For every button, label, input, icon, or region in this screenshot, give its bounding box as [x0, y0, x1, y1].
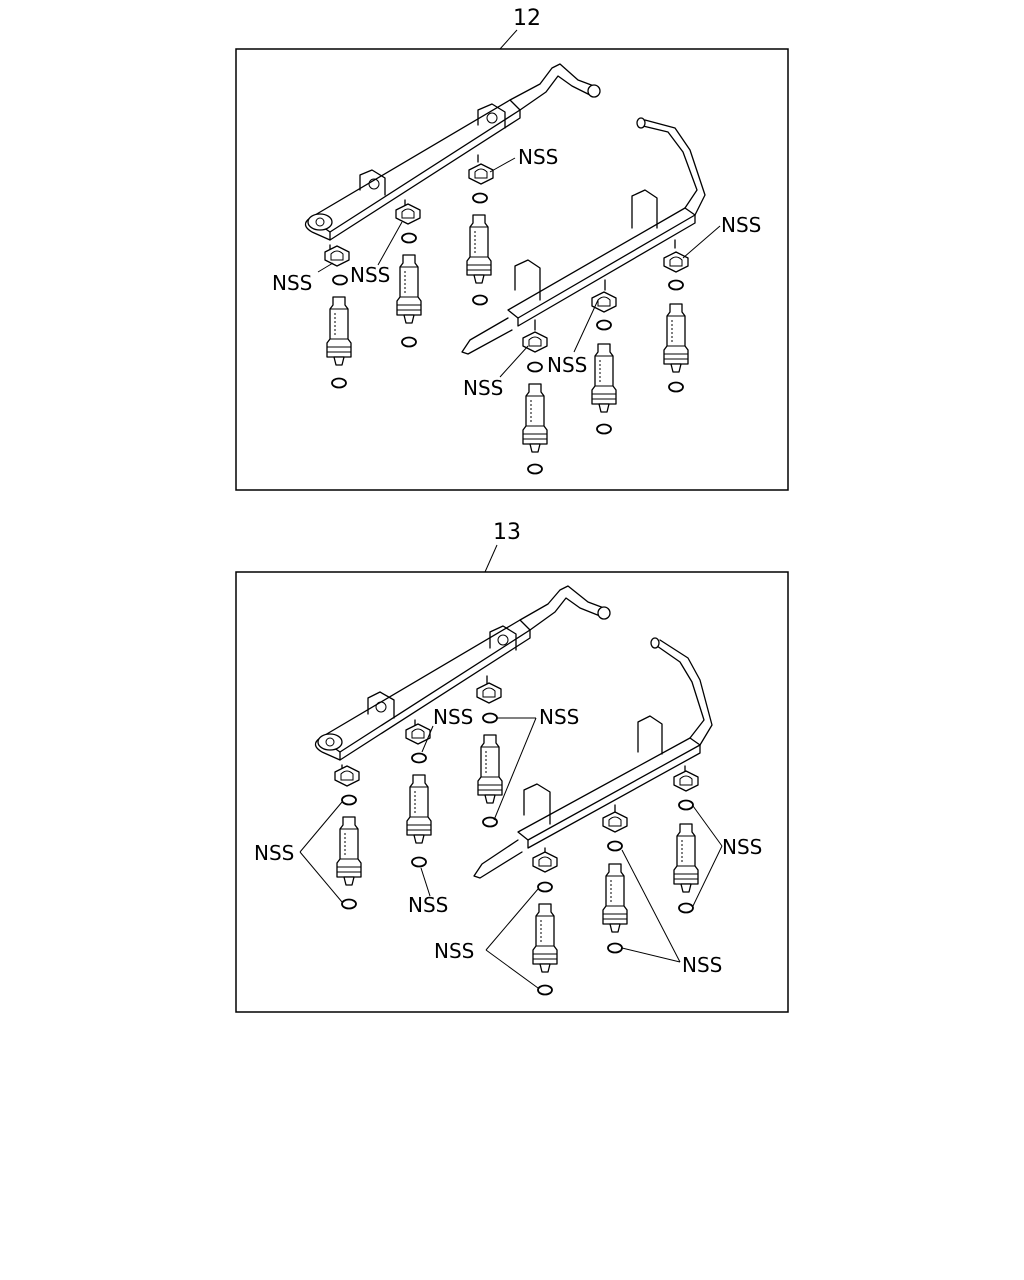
o-ring	[341, 794, 357, 806]
figure-number-leader	[484, 544, 498, 573]
right-fuel-rail	[461, 117, 706, 355]
callout-nss: NSS	[493, 705, 579, 821]
o-ring	[596, 423, 612, 435]
left-fuel-rail	[304, 63, 601, 253]
fuel-injector	[663, 303, 689, 373]
o-ring	[482, 712, 498, 724]
callout-nss: NSS	[682, 213, 761, 259]
callout-nss: NSS	[350, 221, 403, 287]
fuel-injector	[406, 774, 432, 844]
fuel-injector	[466, 214, 492, 284]
figure-frame	[235, 48, 789, 491]
callout-nss: NSS	[434, 888, 539, 989]
injector-clip	[334, 765, 360, 787]
fuel-injector	[602, 863, 628, 933]
svg-text:NSS: NSS	[547, 353, 587, 377]
svg-text:NSS: NSS	[350, 263, 390, 287]
fuel-injector	[326, 296, 352, 366]
o-ring	[668, 279, 684, 291]
o-ring	[472, 192, 488, 204]
callout-nss: NSS	[254, 801, 343, 903]
svg-text:NSS: NSS	[721, 213, 761, 237]
o-ring	[678, 902, 694, 914]
figure-number: 12	[513, 6, 541, 31]
svg-text:NSS: NSS	[272, 271, 312, 295]
o-ring	[401, 232, 417, 244]
callout-nss: NSS	[421, 705, 473, 753]
svg-text:NSS: NSS	[682, 953, 722, 977]
figure-12: 12	[235, 6, 789, 491]
o-ring	[537, 984, 553, 996]
o-ring	[607, 942, 623, 954]
o-ring	[527, 361, 543, 373]
injector-clip	[468, 163, 494, 185]
svg-text:NSS: NSS	[434, 939, 474, 963]
o-ring	[332, 274, 348, 286]
o-ring	[401, 336, 417, 348]
svg-text:NSS: NSS	[408, 893, 448, 917]
o-ring	[341, 898, 357, 910]
o-ring	[678, 799, 694, 811]
injector-clip	[532, 851, 558, 873]
figure-number-leader	[499, 29, 518, 50]
injector-clip	[591, 291, 617, 313]
callout-nss: NSS	[692, 805, 762, 907]
o-ring	[607, 840, 623, 852]
callout-nss: NSS	[621, 849, 722, 977]
fuel-injector	[532, 903, 558, 973]
injector-clip	[476, 682, 502, 704]
o-ring	[411, 856, 427, 868]
svg-text:NSS: NSS	[463, 376, 503, 400]
injector-clip	[324, 245, 350, 267]
right-fuel-rail	[473, 637, 713, 879]
figure-frame	[235, 571, 789, 1013]
injector-clip	[673, 770, 699, 792]
figure-number: 13	[493, 520, 521, 545]
callout-nss: NSS	[272, 262, 334, 295]
svg-text:NSS: NSS	[722, 835, 762, 859]
figure-13: 13	[235, 520, 789, 1013]
injector-clip	[395, 203, 421, 225]
o-ring	[411, 752, 427, 764]
callout-nss: NSS	[463, 345, 529, 400]
o-ring	[537, 881, 553, 893]
callout-nss: NSS	[408, 867, 448, 917]
svg-text:NSS: NSS	[518, 145, 558, 169]
svg-text:NSS: NSS	[539, 705, 579, 729]
callout-nss: NSS	[489, 145, 558, 173]
svg-text:NSS: NSS	[433, 705, 473, 729]
injector-clip	[522, 331, 548, 353]
fuel-injector	[477, 734, 503, 804]
o-ring	[527, 463, 543, 475]
fuel-injector	[522, 383, 548, 453]
svg-text:NSS: NSS	[254, 841, 294, 865]
o-ring	[668, 381, 684, 393]
fuel-injector	[336, 816, 362, 886]
injector-clip	[602, 811, 628, 833]
o-ring	[596, 319, 612, 331]
callout-nss: NSS	[547, 299, 599, 377]
fuel-injector	[591, 343, 617, 413]
left-fuel-rail	[314, 585, 611, 773]
injector-clip	[663, 251, 689, 273]
o-ring	[472, 294, 488, 306]
fuel-injector	[673, 823, 699, 893]
fuel-injector	[396, 254, 422, 324]
o-ring	[331, 377, 347, 389]
